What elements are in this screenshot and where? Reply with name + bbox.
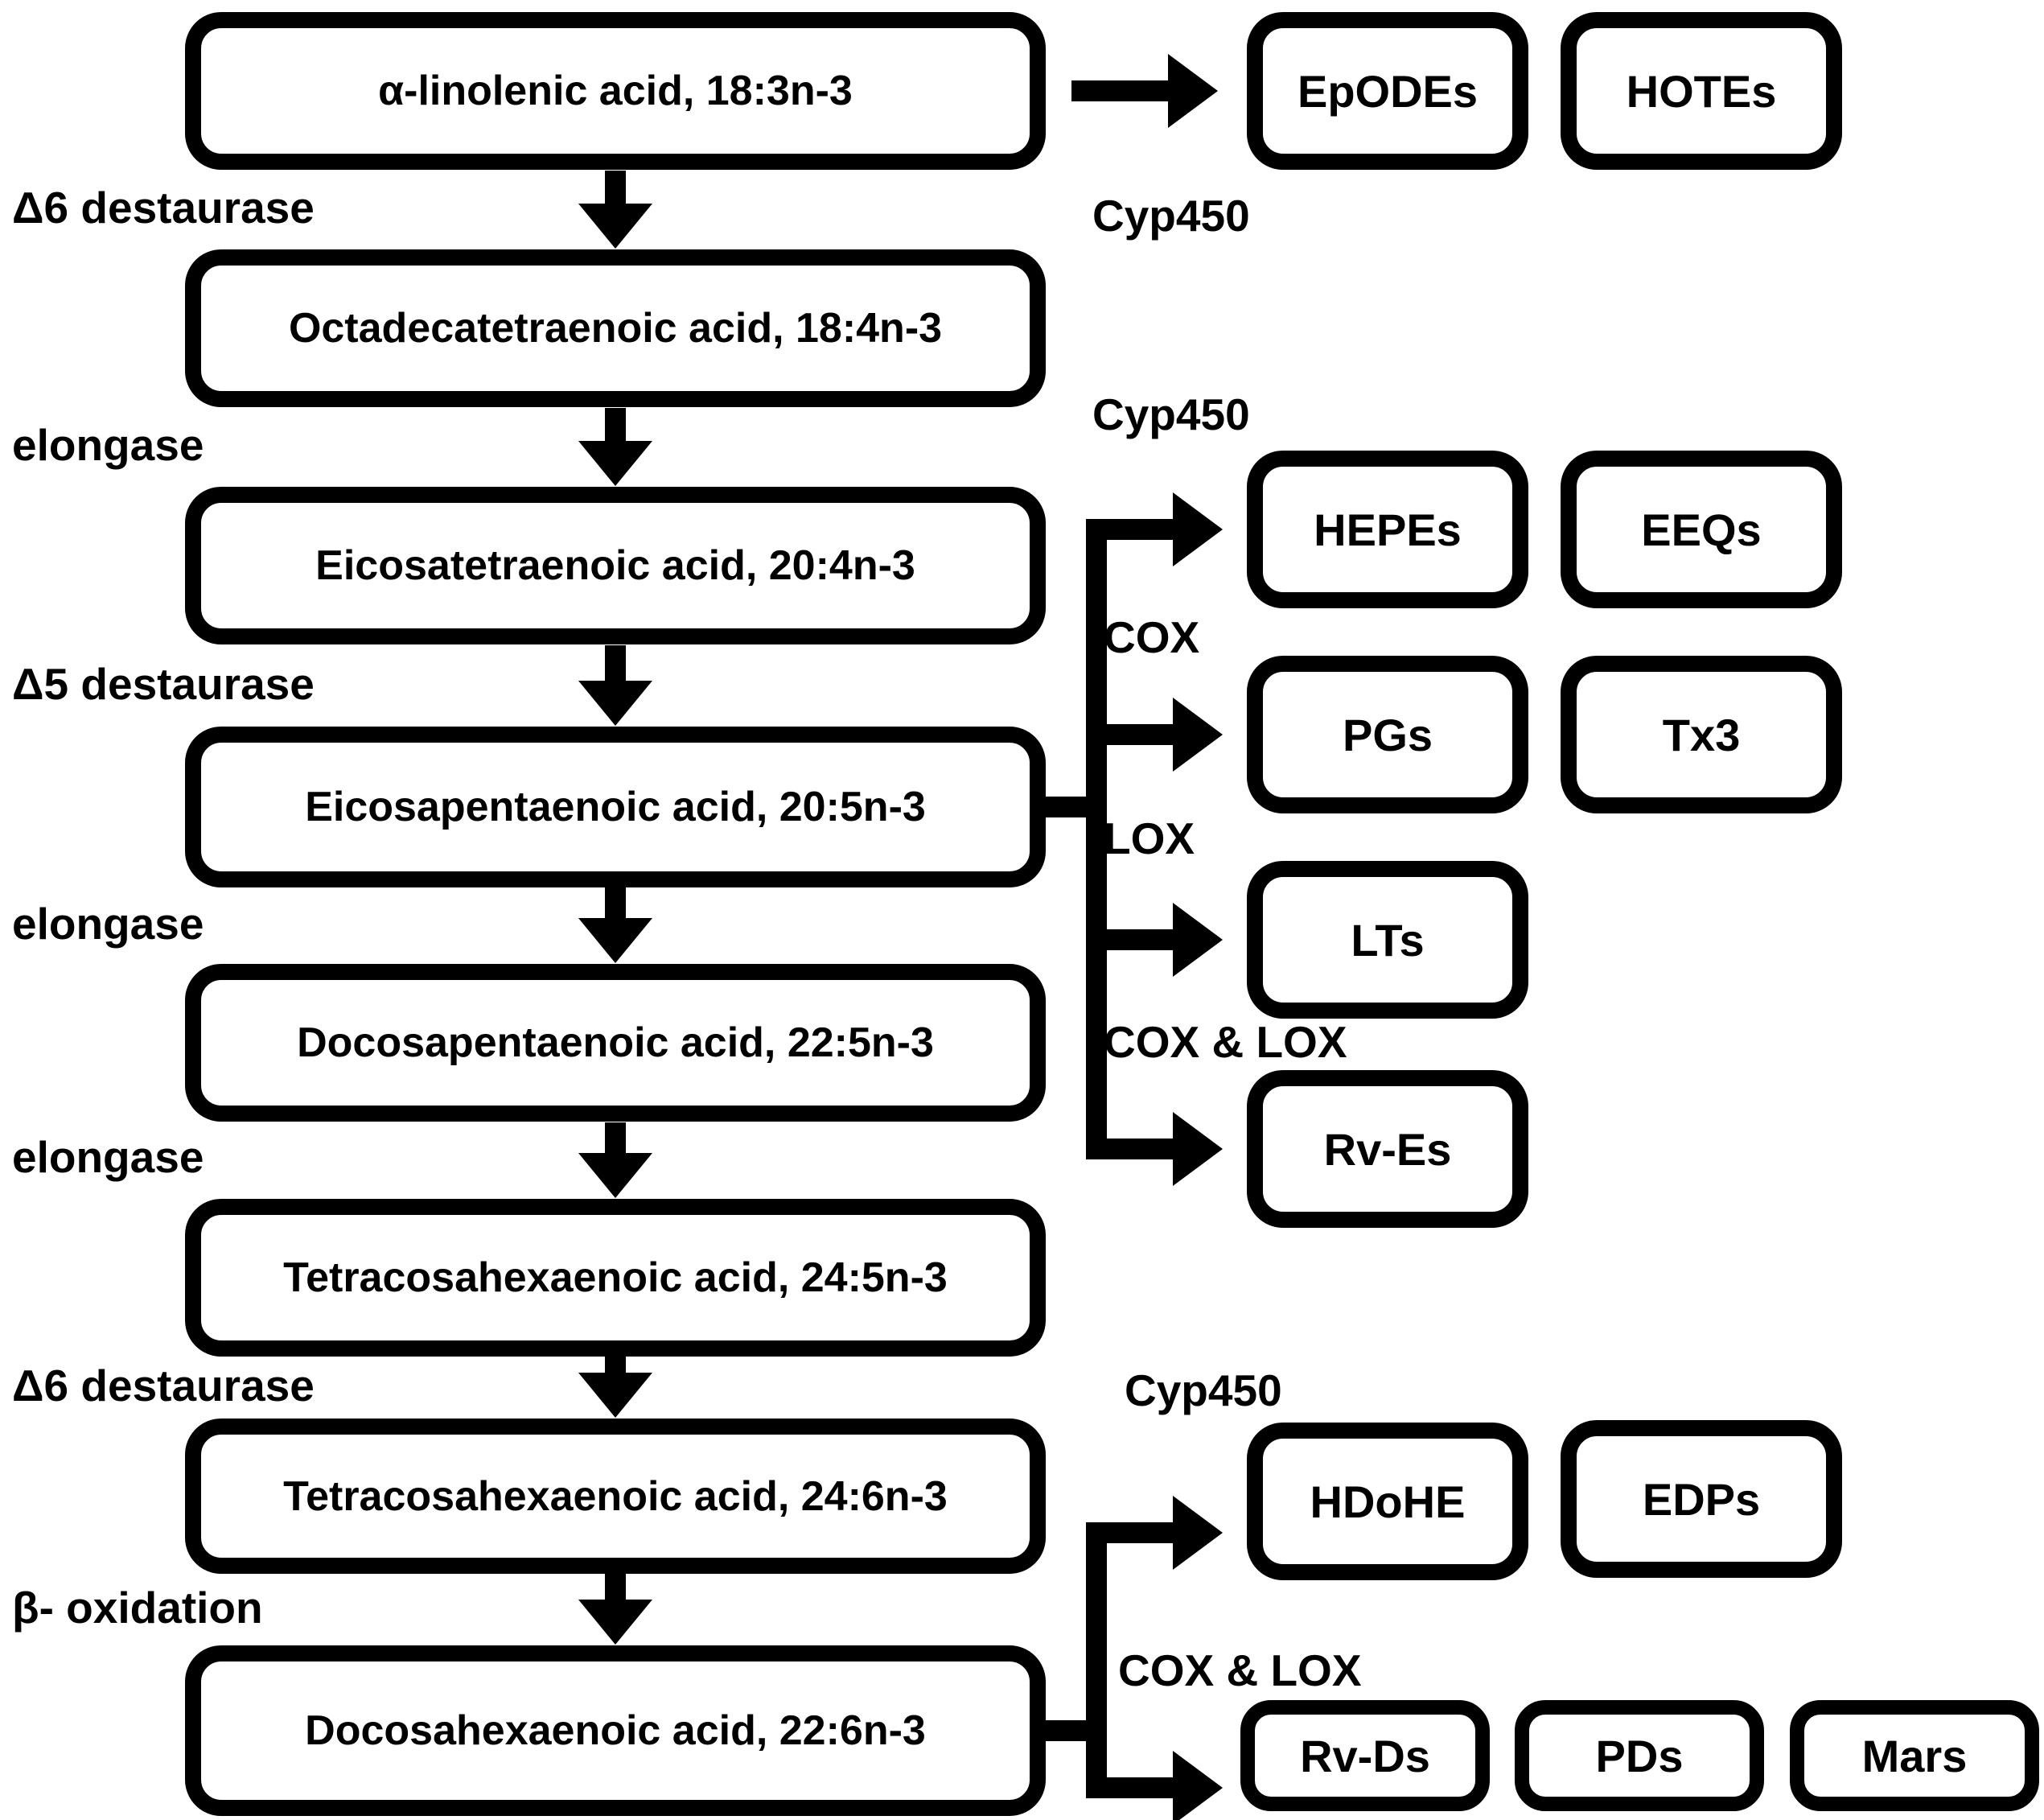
product-box-rv-es-label: Rv-Es — [1323, 1123, 1452, 1175]
ala-product-arrow-icon — [1071, 54, 1218, 128]
chain-box-eicosatetraenoic-label: Eicosatetraenoic acid, 20:4n-3 — [315, 542, 915, 589]
product-box-edps: EDPs — [1561, 1420, 1842, 1578]
chain-arrow-5-icon — [578, 1122, 652, 1198]
product-box-hdohe-label: HDoHE — [1310, 1476, 1466, 1527]
chain-box-ala: α-linolenic acid, 18:3n-3 — [185, 12, 1046, 170]
product-box-pds: PDs — [1515, 1700, 1764, 1811]
product-box-hepes-label: HEPEs — [1314, 504, 1462, 555]
chain-box-24-5n3: Tetracosahexaenoic acid, 24:5n-3 — [185, 1199, 1046, 1357]
product-box-epodes-label: EpODEs — [1297, 65, 1479, 117]
chain-box-octadecatetraenoic: Octadecatetraenoic acid, 18:4n-3 — [185, 249, 1046, 407]
product-box-hotes-label: HOTEs — [1626, 65, 1777, 117]
product-box-edps-label: EDPs — [1642, 1473, 1761, 1525]
enzyme-label-step-3: Δ5 destaurase — [12, 659, 315, 709]
epa-branch-trunk — [1086, 519, 1107, 1159]
epa-arrow-lts-icon — [1096, 903, 1223, 977]
product-box-pds-label: PDs — [1595, 1730, 1684, 1781]
product-box-tx3: Tx3 — [1561, 656, 1842, 813]
chain-box-epa: Eicosapentaenoic acid, 20:5n-3 — [185, 727, 1046, 887]
product-box-rv-ds: Rv-Ds — [1240, 1700, 1490, 1811]
chain-box-octadecatetraenoic-label: Octadecatetraenoic acid, 18:4n-3 — [288, 305, 943, 352]
chain-arrow-1-icon — [578, 171, 652, 249]
enzyme-label-cyp450-ala: Cyp450 — [1092, 191, 1250, 241]
chain-box-eicosatetraenoic: Eicosatetraenoic acid, 20:4n-3 — [185, 487, 1046, 644]
chain-box-dha: Docosahexaenoic acid, 22:6n-3 — [185, 1645, 1046, 1816]
epa-arrow-hepes-icon — [1096, 492, 1223, 566]
chain-arrow-3-icon — [578, 645, 652, 726]
product-box-rv-ds-label: Rv-Ds — [1300, 1730, 1430, 1781]
enzyme-label-step-2: elongase — [12, 420, 204, 470]
product-box-eeqs-label: EEQs — [1641, 504, 1762, 555]
enzyme-label-cox-epa: COX — [1104, 612, 1200, 662]
enzyme-label-cyp450-epa: Cyp450 — [1092, 389, 1250, 439]
product-box-lts: LTs — [1247, 861, 1528, 1019]
epa-arrow-rves-icon — [1096, 1112, 1223, 1186]
chain-box-24-5n3-label: Tetracosahexaenoic acid, 24:5n-3 — [283, 1254, 948, 1301]
product-box-hdohe: HDoHE — [1247, 1423, 1528, 1580]
chain-arrow-2-icon — [578, 408, 652, 486]
product-box-mars-label: Mars — [1861, 1730, 1968, 1781]
product-box-tx3-label: Tx3 — [1662, 709, 1741, 760]
chain-box-ala-label: α-linolenic acid, 18:3n-3 — [378, 68, 853, 114]
enzyme-label-cox-lox-dha: COX & LOX — [1118, 1645, 1362, 1695]
product-box-eeqs: EEQs — [1561, 451, 1842, 608]
enzyme-label-step-5: elongase — [12, 1132, 204, 1182]
chain-box-dpa-label: Docosapentaenoic acid, 22:5n-3 — [297, 1019, 934, 1066]
product-box-lts-label: LTs — [1351, 914, 1425, 966]
chain-arrow-7-icon — [578, 1574, 652, 1645]
chain-arrow-6-icon — [578, 1357, 652, 1418]
product-box-rv-es: Rv-Es — [1247, 1070, 1528, 1228]
enzyme-label-cyp450-dha: Cyp450 — [1125, 1365, 1282, 1415]
dha-branch-trunk — [1086, 1522, 1107, 1798]
chain-box-dpa: Docosapentaenoic acid, 22:5n-3 — [185, 964, 1046, 1122]
product-box-mars: Mars — [1790, 1700, 2039, 1811]
dha-arrow-rvds-icon — [1096, 1751, 1223, 1820]
enzyme-label-cox-lox-epa: COX & LOX — [1104, 1017, 1347, 1067]
chain-box-24-6n3-label: Tetracosahexaenoic acid, 24:6n-3 — [283, 1472, 948, 1520]
product-box-pgs-label: PGs — [1342, 709, 1433, 760]
product-box-epodes: EpODEs — [1247, 12, 1528, 170]
enzyme-label-step-4: elongase — [12, 899, 204, 949]
enzyme-label-step-1: Δ6 destaurase — [12, 183, 315, 233]
enzyme-label-step-6: Δ6 destaurase — [12, 1361, 315, 1410]
product-box-hepes: HEPEs — [1247, 451, 1528, 608]
product-box-hotes: HOTEs — [1561, 12, 1842, 170]
chain-arrow-4-icon — [578, 885, 652, 963]
epa-arrow-pgs-icon — [1096, 698, 1223, 772]
chain-box-epa-label: Eicosapentaenoic acid, 20:5n-3 — [305, 784, 926, 830]
enzyme-label-step-7: β- oxidation — [12, 1583, 263, 1633]
dha-arrow-hdohe-icon — [1096, 1496, 1223, 1570]
chain-box-24-6n3: Tetracosahexaenoic acid, 24:6n-3 — [185, 1419, 1046, 1574]
product-box-pgs: PGs — [1247, 656, 1528, 813]
chain-box-dha-label: Docosahexaenoic acid, 22:6n-3 — [305, 1707, 926, 1754]
enzyme-label-lox-epa: LOX — [1104, 813, 1195, 863]
